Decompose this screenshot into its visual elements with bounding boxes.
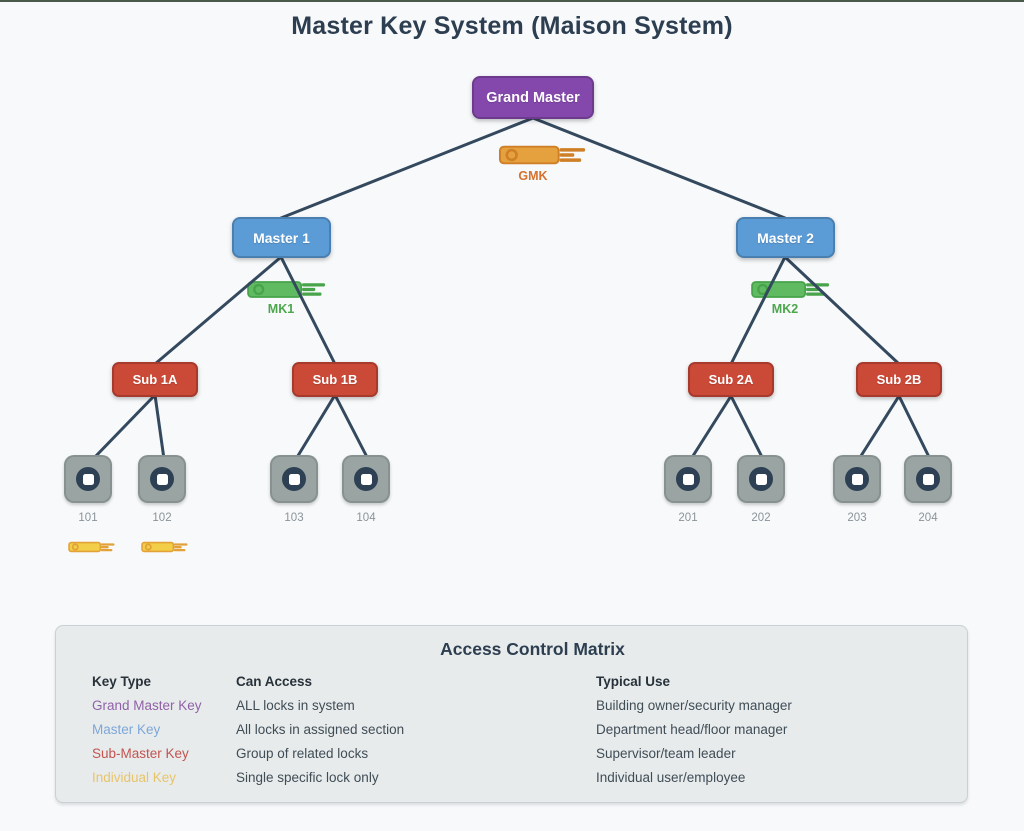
keyhole-icon <box>150 467 174 491</box>
lock-icon <box>270 455 318 503</box>
matrix-key-type: Sub-Master Key <box>92 746 189 761</box>
lock-number: 101 <box>78 512 98 524</box>
lock-number: 201 <box>678 512 698 524</box>
matrix-title: Access Control Matrix <box>440 639 625 659</box>
node-sub-1a: Sub 1A <box>112 362 198 397</box>
keyhole-icon <box>749 467 773 491</box>
individual-key-icon <box>68 540 116 554</box>
lock-number: 203 <box>847 512 867 524</box>
page-title: Master Key System (Maison System) <box>291 12 733 40</box>
lock-icon <box>138 455 186 503</box>
matrix-typical-use: Building owner/security manager <box>596 698 792 713</box>
lock-icon <box>833 455 881 503</box>
keyhole-icon <box>845 467 869 491</box>
node-label: Master 1 <box>253 229 310 246</box>
node-label: Grand Master <box>486 89 580 106</box>
matrix-key-type: Grand Master Key <box>92 698 202 713</box>
node-master-2: Master 2 <box>736 217 835 258</box>
lock-number: 103 <box>284 512 304 524</box>
top-border <box>0 0 1024 2</box>
matrix-can-access: All locks in assigned section <box>236 722 405 737</box>
mk1-key-icon <box>246 278 328 301</box>
matrix-header-key-type: Key Type <box>92 674 152 689</box>
node-master-1: Master 1 <box>232 217 331 258</box>
matrix-table: Key Type Can Access Typical Use Grand Ma… <box>92 670 947 790</box>
gmk-key-label: GMK <box>518 169 548 183</box>
gmk-key-icon <box>498 142 588 168</box>
lock-icon <box>904 455 952 503</box>
lock-icon <box>664 455 712 503</box>
lock-number: 102 <box>152 512 172 524</box>
lock-number: 202 <box>751 512 771 524</box>
matrix-can-access: ALL locks in system <box>236 698 355 713</box>
node-grand-master: Grand Master <box>472 76 594 119</box>
individual-key-icon <box>141 540 189 554</box>
keyhole-icon <box>676 467 700 491</box>
matrix-key-type: Individual Key <box>92 770 177 785</box>
matrix-header-typical-use: Typical Use <box>596 674 671 689</box>
mk2-key-label: MK2 <box>771 302 799 316</box>
mk1-key-label: MK1 <box>267 302 295 316</box>
matrix-typical-use: Supervisor/team leader <box>596 746 736 761</box>
node-label: Sub 2B <box>876 372 922 387</box>
access-control-matrix-panel: Access Control Matrix Key Type Can Acces… <box>55 625 968 803</box>
matrix-can-access: Single specific lock only <box>236 770 379 785</box>
keyhole-icon <box>354 467 378 491</box>
lock-icon <box>342 455 390 503</box>
matrix-typical-use: Individual user/employee <box>596 770 746 785</box>
node-label: Sub 2A <box>708 372 754 387</box>
matrix-header-can-access: Can Access <box>236 674 313 689</box>
lock-icon <box>737 455 785 503</box>
node-label: Sub 1A <box>132 372 178 387</box>
matrix-typical-use: Department head/floor manager <box>596 722 788 737</box>
node-sub-2b: Sub 2B <box>856 362 942 397</box>
node-label: Master 2 <box>757 229 814 246</box>
keyhole-icon <box>916 467 940 491</box>
node-sub-1b: Sub 1B <box>292 362 378 397</box>
lock-number: 104 <box>356 512 376 524</box>
node-sub-2a: Sub 2A <box>688 362 774 397</box>
lock-icon <box>64 455 112 503</box>
lock-number: 204 <box>918 512 938 524</box>
node-label: Sub 1B <box>312 372 358 387</box>
keyhole-icon <box>282 467 306 491</box>
keyhole-icon <box>76 467 100 491</box>
matrix-key-type: Master Key <box>92 722 161 737</box>
matrix-can-access: Group of related locks <box>236 746 369 761</box>
